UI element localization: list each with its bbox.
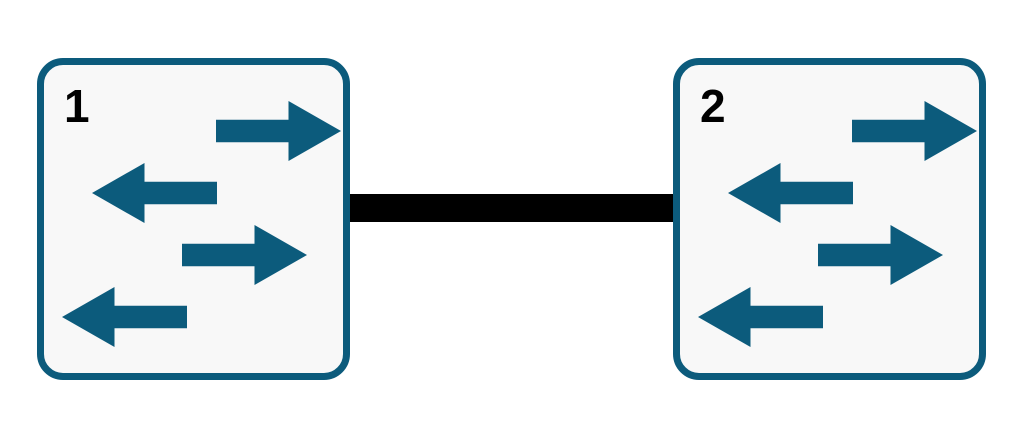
switch-node-2[interactable]: 2 [673,58,986,380]
arrow-right-icon [216,101,341,161]
arrow-right-icon [182,225,307,285]
arrow-left-icon [698,287,823,347]
switch-node-label: 1 [64,80,90,132]
switch-node-1[interactable]: 1 [37,58,350,380]
switch-node-label: 2 [700,80,726,132]
arrow-left-icon [728,163,853,223]
arrow-right-icon [818,225,943,285]
arrow-right-icon [852,101,977,161]
network-link[interactable] [348,194,675,222]
arrow-left-icon [62,287,187,347]
arrow-left-icon [92,163,217,223]
